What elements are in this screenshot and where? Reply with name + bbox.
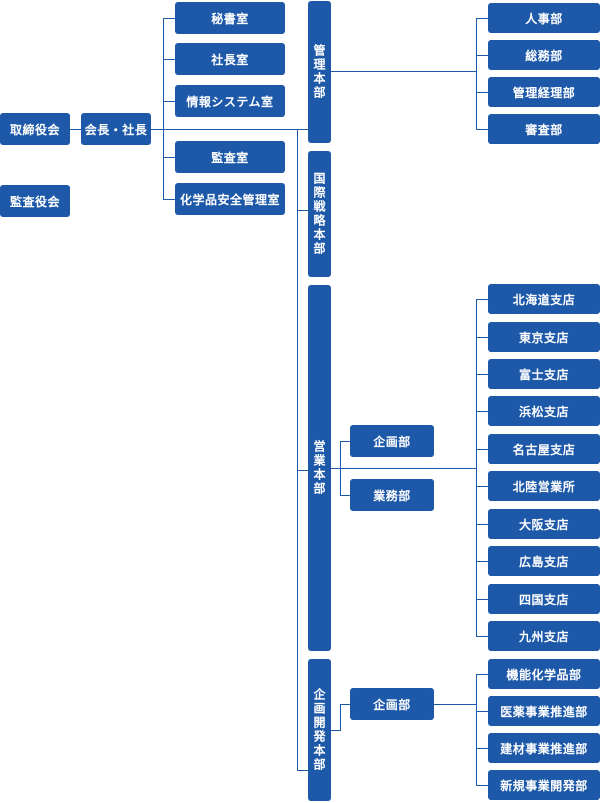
connector	[476, 18, 488, 19]
connector	[297, 129, 298, 770]
management-department: 人事部	[488, 3, 600, 33]
branch-office: 富士支店	[488, 359, 600, 389]
connector	[476, 92, 488, 93]
chairman-president: 会長・社長	[81, 113, 151, 145]
connector	[331, 730, 341, 731]
connector	[163, 199, 175, 200]
connector	[297, 210, 308, 211]
connector	[476, 674, 488, 675]
connector	[297, 470, 308, 471]
management-department: 管理経理部	[488, 77, 600, 107]
board-of-directors: 取締役会	[0, 113, 70, 145]
management-department: 総務部	[488, 40, 600, 70]
staff-office: 社長室	[175, 43, 285, 75]
connector	[163, 18, 164, 199]
division-sales: 営業本部	[308, 285, 331, 651]
connector	[476, 18, 477, 129]
branch-office: 広島支店	[488, 546, 600, 576]
development-department: 機能化学品部	[488, 659, 600, 689]
connector	[61, 129, 81, 130]
branch-office: 九州支店	[488, 621, 600, 651]
connector	[476, 748, 488, 749]
connector	[340, 441, 350, 442]
connector	[163, 101, 175, 102]
branch-office: 東京支店	[488, 322, 600, 352]
connector	[476, 374, 488, 375]
connector	[331, 468, 476, 469]
branch-office: 北陸営業所	[488, 471, 600, 501]
connector	[340, 704, 350, 705]
branch-office: 浜松支店	[488, 396, 600, 426]
connector	[476, 785, 488, 786]
staff-office: 化学品安全管理室	[175, 183, 285, 215]
connector	[476, 486, 488, 487]
connector	[297, 770, 308, 771]
staff-office: 監査室	[175, 141, 285, 173]
connector	[340, 704, 341, 731]
development-department: 新規事業開発部	[488, 770, 600, 800]
sales-planning-dept: 企画部	[350, 425, 434, 457]
connector	[476, 55, 488, 56]
branch-office: 四国支店	[488, 584, 600, 614]
staff-office: 情報システム室	[175, 85, 285, 117]
connector	[476, 337, 488, 338]
division-management: 管理本部	[308, 1, 331, 143]
division-development: 企画開発本部	[308, 659, 331, 801]
connector	[476, 299, 488, 300]
connector	[476, 561, 488, 562]
connector	[476, 299, 477, 636]
management-department: 審査部	[488, 114, 600, 144]
development-planning-dept: 企画部	[350, 688, 434, 720]
connector	[163, 157, 175, 158]
development-department: 医薬事業推進部	[488, 696, 600, 726]
connector	[476, 674, 477, 785]
branch-office: 大阪支店	[488, 509, 600, 539]
branch-office: 北海道支店	[488, 284, 600, 314]
board-of-auditors: 監査役会	[0, 185, 70, 217]
connector	[476, 129, 488, 130]
development-department: 建材事業推進部	[488, 733, 600, 763]
sales-business-dept: 業務部	[350, 479, 434, 511]
connector	[163, 59, 175, 60]
connector	[331, 71, 476, 72]
connector	[340, 495, 350, 496]
staff-office: 秘書室	[175, 2, 285, 34]
connector	[476, 449, 488, 450]
division-strategy: 国際戦略本部	[308, 151, 331, 277]
branch-office: 名古屋支店	[488, 434, 600, 464]
connector	[476, 636, 488, 637]
connector	[476, 599, 488, 600]
connector	[476, 411, 488, 412]
connector	[434, 704, 476, 705]
connector	[151, 129, 308, 130]
connector	[476, 524, 488, 525]
connector	[163, 18, 175, 19]
connector	[476, 711, 488, 712]
